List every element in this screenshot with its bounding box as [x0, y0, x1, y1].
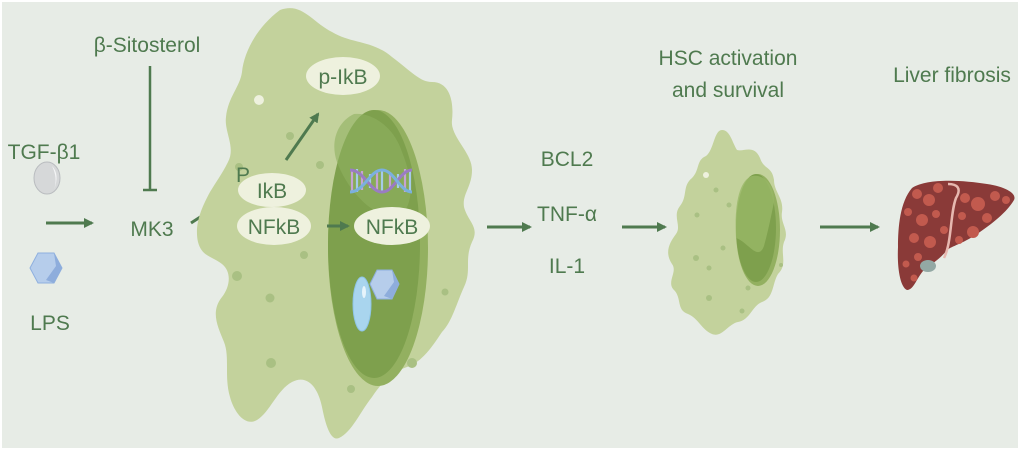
ikb-label: IkB	[257, 180, 287, 203]
hsc-label-line1: HSC activation	[659, 47, 798, 70]
receptor-ellipse-icon	[352, 276, 372, 332]
tgf-molecule-icon	[33, 161, 61, 195]
liver-fibrosis-label: Liver fibrosis	[893, 64, 1011, 87]
nfkb-nucleus-node: NFkB	[354, 207, 430, 245]
il1-label: IL-1	[549, 255, 585, 278]
tgf-beta1-label: TGF-β1	[8, 141, 81, 164]
activated-hsc-cell	[668, 130, 786, 335]
fibrotic-liver-icon	[897, 180, 1015, 290]
nucleus	[328, 110, 428, 386]
dna-helix-icon	[349, 168, 413, 194]
mk3-label: MK3	[130, 218, 173, 241]
p-ikb-node: p-IkB	[306, 57, 380, 95]
nfkb-cytoplasm-node: NFkB	[237, 207, 311, 245]
lps-hexagon-nucleus-icon	[369, 269, 400, 300]
lps-hexagon-icon	[29, 252, 63, 284]
hsc-label-line2: and survival	[672, 79, 784, 102]
inhibitor-label: β-Sitosterol	[94, 34, 201, 57]
nfkb-nucleus-label: NFkB	[366, 216, 419, 239]
ikb-node: IkB	[238, 173, 306, 207]
tnf-alpha-label: TNF-α	[537, 203, 597, 226]
p-ikb-label: p-IkB	[318, 66, 367, 89]
nfkb-cytoplasm-label: NFkB	[248, 216, 301, 239]
lps-label: LPS	[30, 312, 70, 335]
bcl2-label: BCL2	[541, 148, 594, 171]
inhibition-line	[143, 66, 157, 192]
phosphorylation-arrow	[284, 112, 320, 161]
